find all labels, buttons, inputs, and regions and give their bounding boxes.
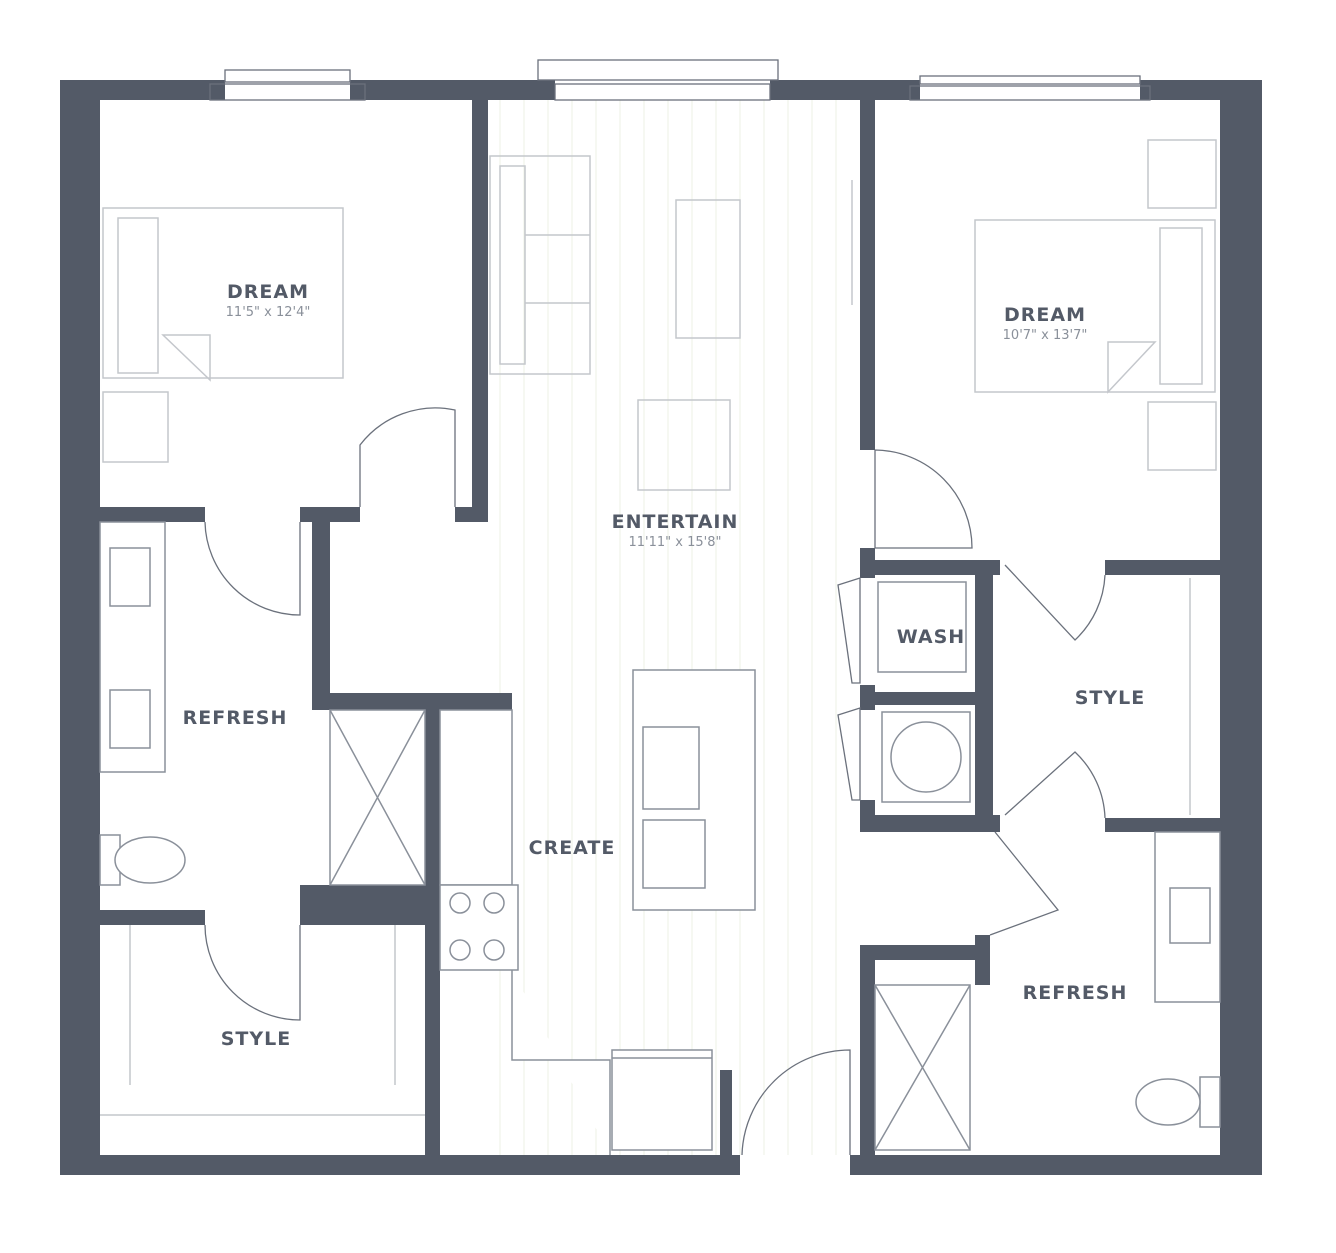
- room-label-dream-2: DREAM: [1004, 304, 1086, 326]
- room-label-create: CREATE: [528, 837, 616, 859]
- room-label-dream-1: DREAM: [227, 281, 309, 303]
- room-dims-entertain: 11'11" x 15'8": [628, 535, 722, 550]
- room-label-refresh-1: REFRESH: [182, 707, 288, 729]
- furniture: [100, 139, 1217, 1116]
- walls: [60, 80, 1262, 1175]
- room-label-style-1: STYLE: [1074, 687, 1146, 709]
- room-label-style-2: STYLE: [220, 1028, 292, 1050]
- room-label-wash: WASH: [896, 626, 966, 648]
- fixtures: [99, 521, 1221, 1155]
- doors: [204, 407, 1106, 1156]
- room-dims-dream-1: 11'5" x 12'4": [225, 305, 311, 320]
- room-label-entertain: ENTERTAIN: [611, 511, 739, 533]
- room-dims-dream-2: 10'7" x 13'7": [1002, 328, 1088, 343]
- room-label-refresh-2: REFRESH: [1022, 982, 1128, 1004]
- windows: [209, 59, 1151, 101]
- flooring: [499, 100, 837, 1155]
